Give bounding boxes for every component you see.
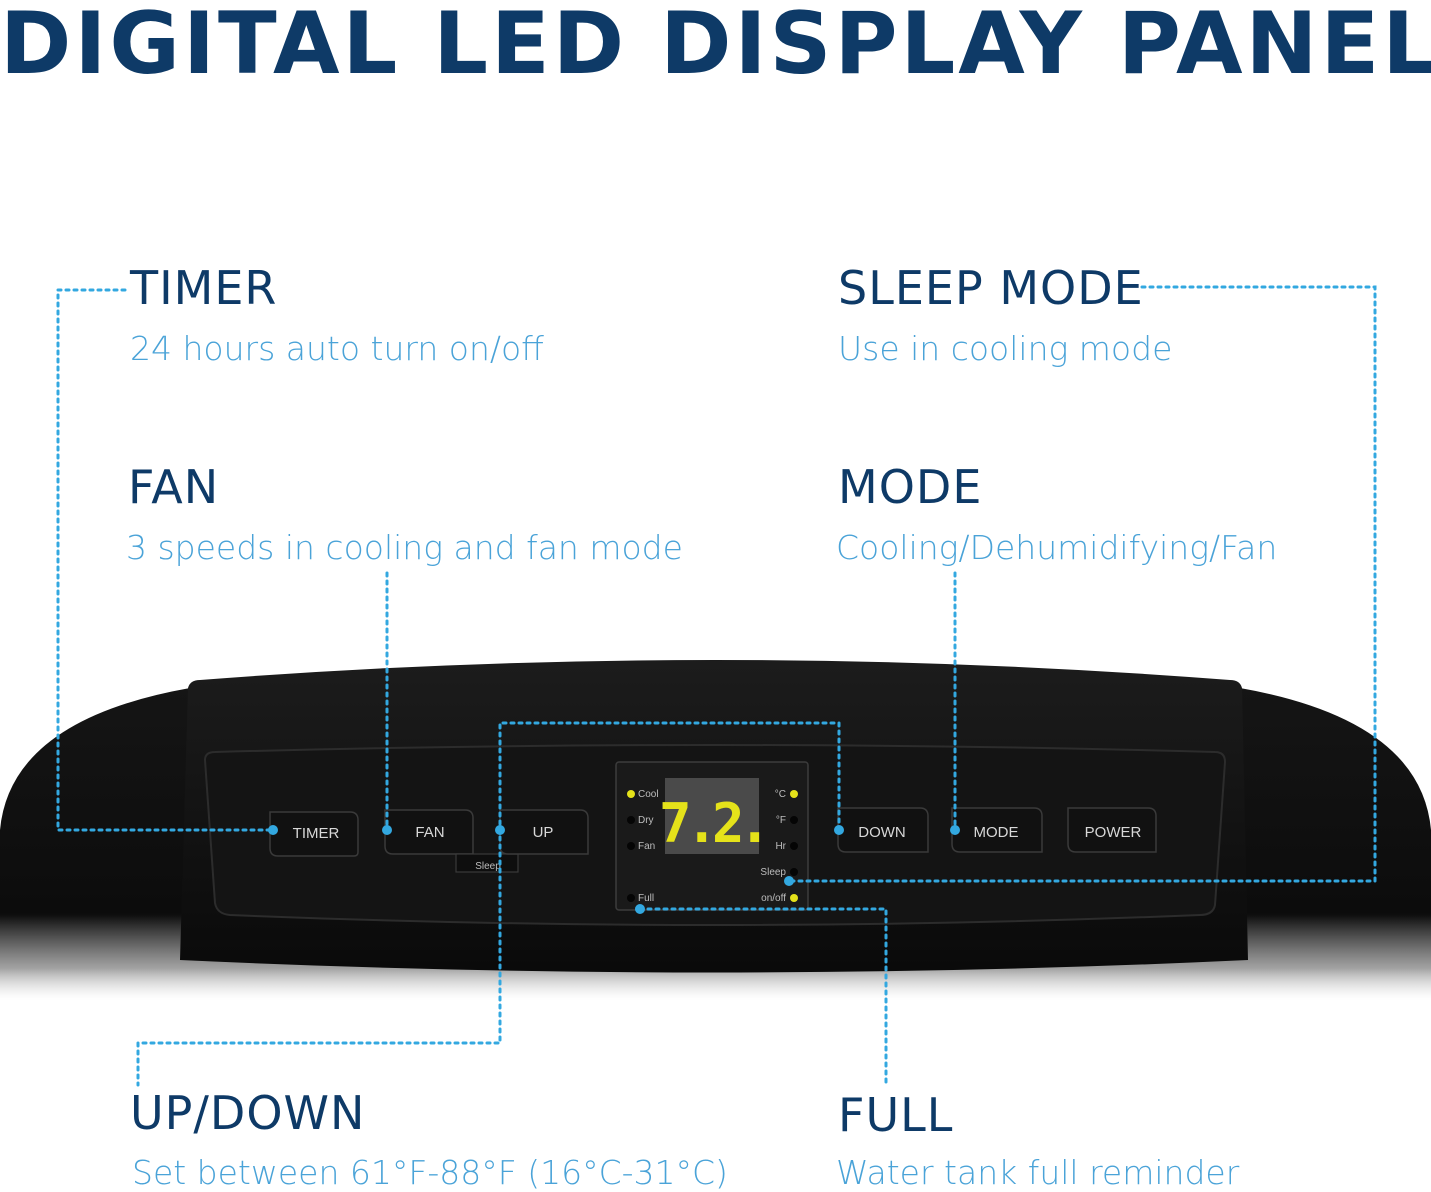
- power-button-label: POWER: [1085, 824, 1142, 841]
- sleep-leader-line: [788, 285, 1377, 883]
- mode-button: MODE: [951, 807, 1043, 853]
- indicator-cool-label: Cool: [638, 789, 659, 800]
- fan-title: FAN: [128, 460, 220, 514]
- timer-title: TIMER: [130, 261, 278, 315]
- power-button: POWER: [1067, 807, 1157, 853]
- indicator-onoff-label: on/off: [761, 893, 786, 904]
- indicator-full: Full: [627, 893, 654, 904]
- sleep-mode-title: SLEEP MODE: [838, 261, 1144, 315]
- indicator-cool: Cool: [627, 789, 659, 800]
- indicator-onoff: on/off: [761, 893, 798, 904]
- indicator-fahrenheit-label: °F: [776, 815, 786, 826]
- indicator-fahrenheit: °F: [776, 815, 798, 826]
- fan-button: FAN: [384, 809, 474, 855]
- sleep-tab: Sleep: [455, 853, 519, 873]
- fan-description: 3 speeds in cooling and fan mode: [126, 528, 683, 567]
- mode-title: MODE: [838, 460, 983, 514]
- updown-description: Set between 61°F-88°F (16°C-31°C): [132, 1153, 728, 1192]
- up-button-label: UP: [533, 824, 554, 841]
- updown-title: UP/DOWN: [130, 1086, 366, 1140]
- indicator-hour-label: Hr: [775, 841, 786, 852]
- indicator-sleep: Sleep: [760, 867, 798, 878]
- sleep-mode-description: Use in cooling mode: [838, 329, 1173, 368]
- updown-leader-line: [136, 721, 841, 1087]
- down-button-label: DOWN: [858, 824, 906, 841]
- page-title: DIGITAL LED DISPLAY PANEL: [0, 0, 1431, 94]
- indicator-dry: Dry: [627, 815, 654, 826]
- indicator-full-label: Full: [638, 893, 654, 904]
- timer-description: 24 hours auto turn on/off: [130, 329, 544, 368]
- led-readout: 7.2.: [659, 792, 765, 855]
- indicator-celsius: °C: [775, 789, 798, 800]
- indicator-hour: Hr: [775, 841, 798, 852]
- timer-button-label: TIMER: [293, 825, 340, 842]
- indicator-celsius-label: °C: [775, 789, 786, 800]
- indicator-fan: Fan: [627, 841, 655, 852]
- indicator-fan-label: Fan: [638, 841, 655, 852]
- indicator-dry-label: Dry: [638, 815, 654, 826]
- sleep-tab-label: Sleep: [475, 861, 501, 872]
- full-leader-line: [638, 907, 888, 1085]
- mode-button-label: MODE: [974, 824, 1019, 841]
- full-title: FULL: [838, 1088, 954, 1142]
- timer-button: TIMER: [269, 811, 359, 857]
- down-button: DOWN: [837, 807, 929, 853]
- full-description: Water tank full reminder: [836, 1153, 1240, 1192]
- led-screen: [665, 778, 759, 854]
- timer-leader-line: [56, 288, 274, 832]
- indicator-sleep-label: Sleep: [760, 867, 786, 878]
- mode-description: Cooling/Dehumidifying/Fan: [836, 528, 1278, 567]
- up-button: UP: [499, 809, 589, 855]
- fan-button-label: FAN: [415, 824, 444, 841]
